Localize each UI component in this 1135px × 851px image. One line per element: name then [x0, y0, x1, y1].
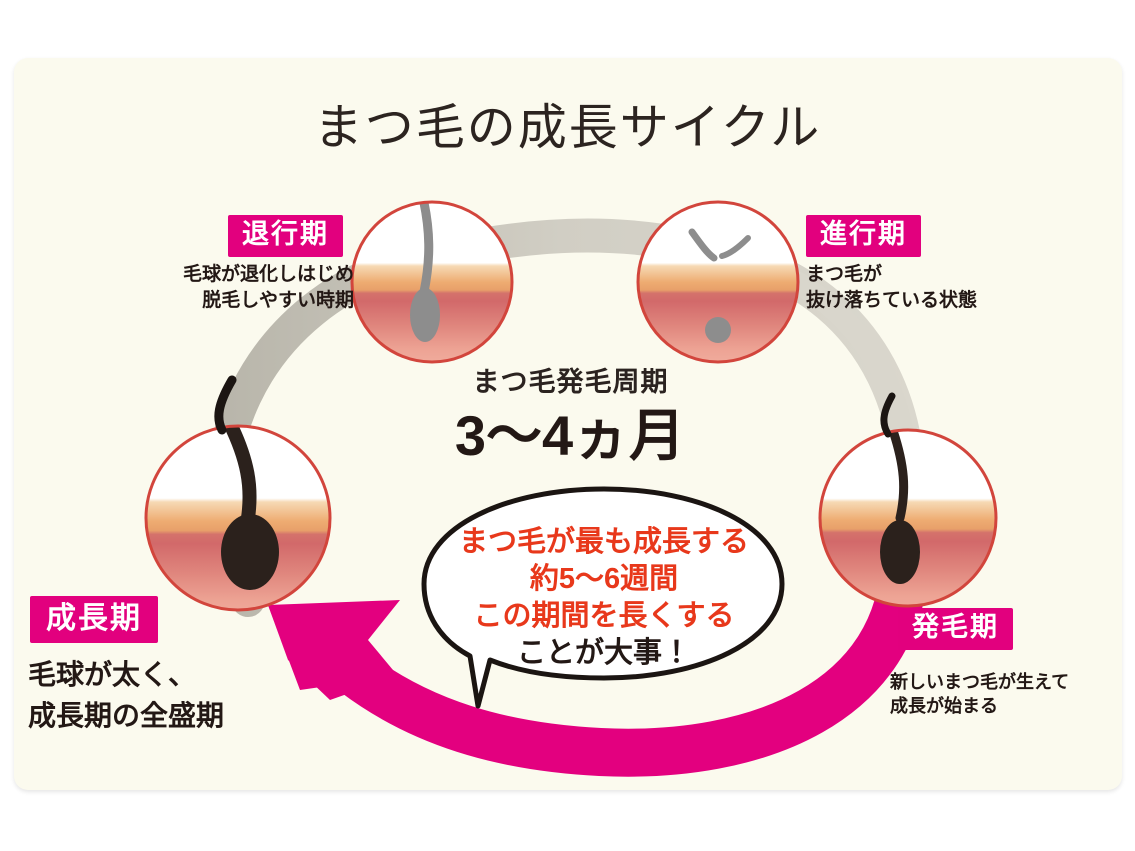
illustration-hatsumouki: [818, 392, 998, 608]
description-taikouki: 毛球が退化しはじめ 脱毛しやすい時期: [182, 264, 354, 311]
page-title: まつ毛の成長サイクル: [313, 101, 822, 155]
description-seichouki: 毛球が太く、 成長期の全盛期: [28, 659, 225, 731]
badge-shinkouki: 進行期: [806, 215, 921, 257]
badge-seichouki: 成長期: [30, 596, 158, 643]
badge-hatsumouki: 発毛期: [898, 608, 1013, 650]
badge-taikouki: 退行期: [228, 215, 343, 257]
illustration-taikouki: [350, 200, 514, 364]
bubble-line-2: 約5〜6週間: [529, 563, 679, 596]
speech-bubble: [421, 486, 785, 709]
cycle-caption: まつ毛発毛周期: [472, 367, 669, 397]
growth-arrow: [268, 558, 929, 777]
illustration-shinkouki: [636, 200, 800, 364]
bubble-line-1: まつ毛が最も成長する: [458, 526, 749, 558]
bubble-line-4: ことが大事！: [516, 637, 691, 670]
description-shinkouki: まつ毛が 抜け落ちている状態: [806, 264, 978, 311]
illustration-seichouki: [144, 375, 332, 612]
description-hatsumouki: 新しいまつ毛が生えて 成長が始まる: [890, 672, 1070, 717]
cycle-duration: 3〜4ヵ月: [454, 404, 686, 467]
speech-bubble-text: まつ毛が最も成長する 約5〜6週間 この期間を長くする ことが大事！: [424, 524, 784, 672]
bubble-line-3: この期間を長くする: [473, 600, 735, 633]
